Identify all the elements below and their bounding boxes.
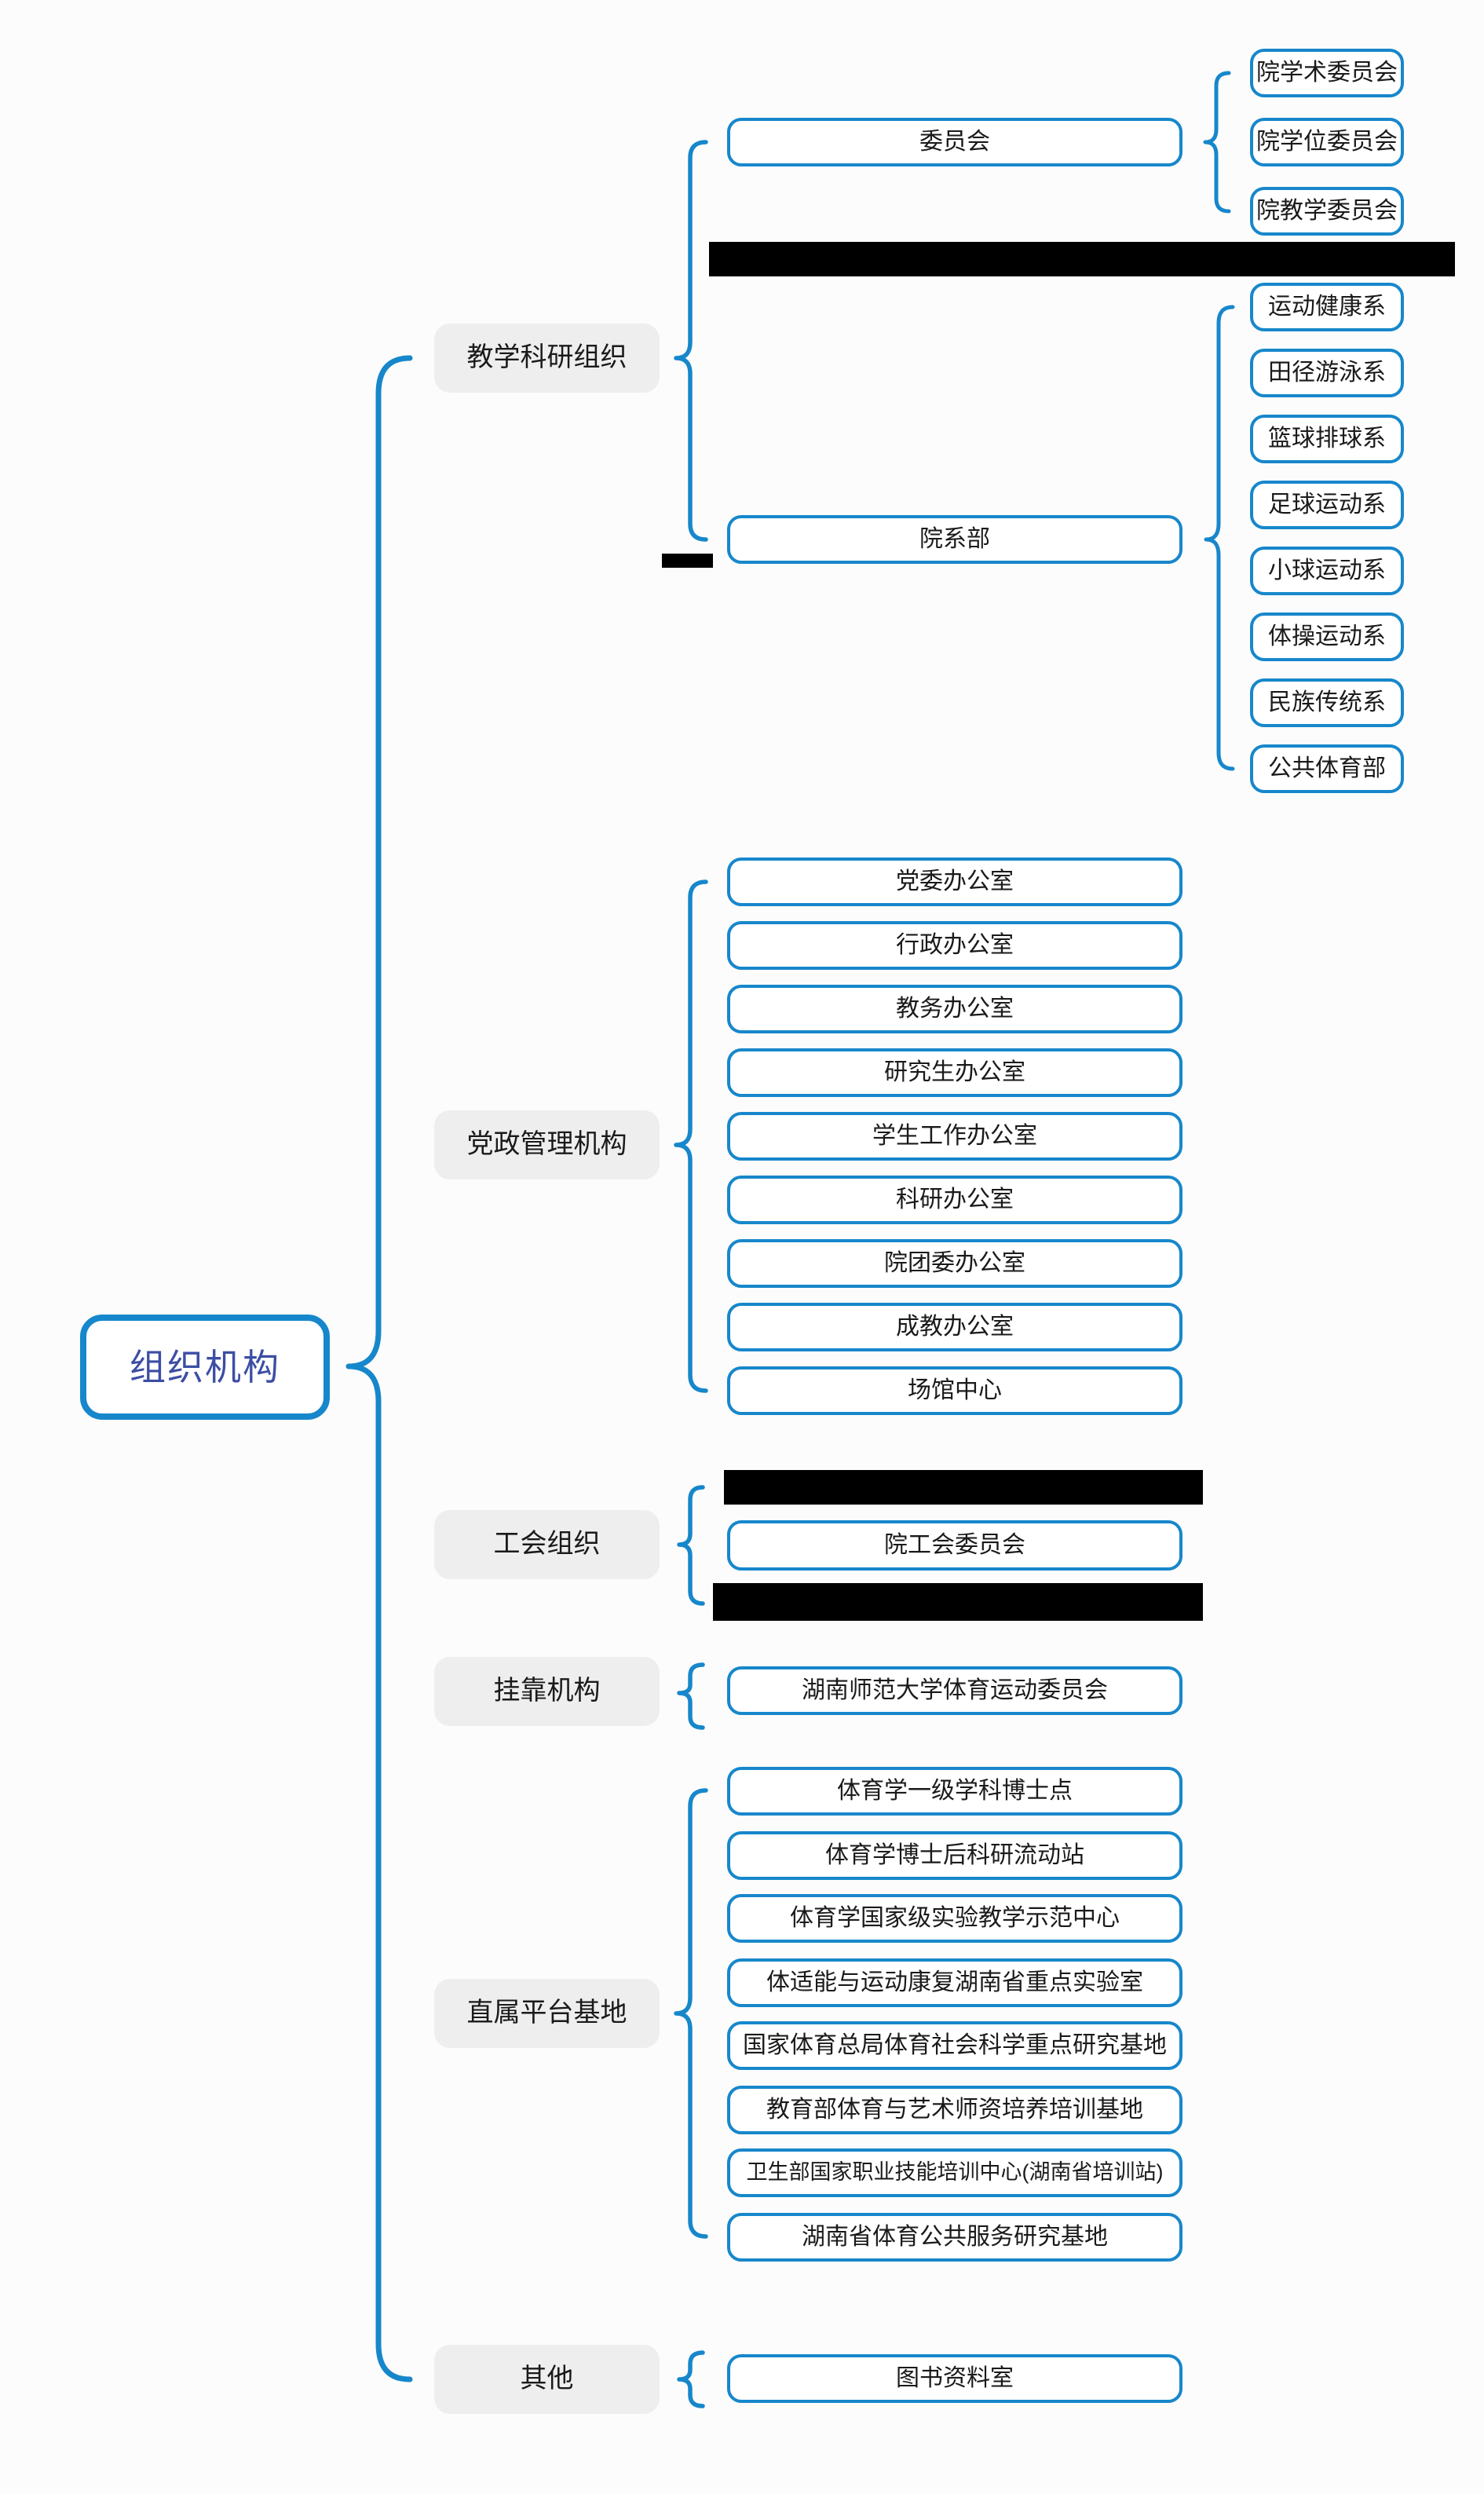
brace-affiliated	[677, 1662, 705, 1730]
root-brace	[345, 355, 413, 2382]
topic-public-service-base[interactable]: 湖南省体育公共服务研究基地	[727, 2213, 1182, 2262]
topic-faculty-group[interactable]: 院系部	[727, 515, 1182, 564]
topic-union-committee[interactable]: 院工会委员会	[727, 1520, 1182, 1571]
brace-platforms	[674, 1788, 708, 2239]
topic-doctoral-program[interactable]: 体育学一级学科博士点	[727, 1767, 1182, 1816]
topic-adult-edu-office[interactable]: 成教办公室	[727, 1303, 1182, 1351]
topic-postdoc-station[interactable]: 体育学博士后科研流动站	[727, 1831, 1182, 1880]
topic-key-lab[interactable]: 体适能与运动康复湖南省重点实验室	[727, 1958, 1182, 2007]
topic-national-demo-center[interactable]: 体育学国家级实验教学示范中心	[727, 1894, 1182, 1943]
topic-student-office[interactable]: 学生工作办公室	[727, 1112, 1182, 1161]
topic-teaching-committee[interactable]: 院教学委员会	[1250, 187, 1404, 236]
topic-committee-group[interactable]: 委员会	[727, 118, 1182, 166]
topic-academic-office[interactable]: 教务办公室	[727, 985, 1182, 1033]
topic-dept-football[interactable]: 足球运动系	[1250, 481, 1404, 529]
branch-other[interactable]: 其他	[434, 2345, 660, 2414]
redacted-node	[724, 1470, 1203, 1505]
redacted-node	[713, 1583, 1203, 1621]
topic-party-office[interactable]: 党委办公室	[727, 858, 1182, 906]
topic-dept-small-ball[interactable]: 小球运动系	[1250, 547, 1404, 595]
topic-library-room[interactable]: 图书资料室	[727, 2354, 1182, 2403]
topic-dept-basket-volley[interactable]: 篮球排球系	[1250, 415, 1404, 463]
redacted-node	[709, 242, 1455, 276]
branch-platforms[interactable]: 直属平台基地	[434, 1979, 660, 2048]
topic-teacher-training-base[interactable]: 教育部体育与艺术师资培养培训基地	[727, 2086, 1182, 2134]
brace-other	[677, 2350, 705, 2408]
topic-dept-sport-health[interactable]: 运动健康系	[1250, 283, 1404, 331]
topic-venue-center[interactable]: 场馆中心	[727, 1366, 1182, 1415]
topic-academic-committee[interactable]: 院学术委员会	[1250, 49, 1404, 97]
brace-union	[677, 1485, 705, 1606]
topic-dept-gymnastics[interactable]: 体操运动系	[1250, 613, 1404, 661]
topic-social-science-base[interactable]: 国家体育总局体育社会科学重点研究基地	[727, 2021, 1182, 2070]
topic-dept-public-pe[interactable]: 公共体育部	[1250, 744, 1404, 793]
topic-dept-track-swim[interactable]: 田径游泳系	[1250, 349, 1404, 397]
brace-admin	[674, 879, 708, 1393]
topic-vocational-training-center[interactable]: 卫生部国家职业技能培训中心(湖南省培训站)	[727, 2148, 1182, 2197]
branch-union[interactable]: 工会组织	[434, 1510, 660, 1579]
topic-dept-ethnic-trad[interactable]: 民族传统系	[1250, 678, 1404, 727]
branch-affiliated[interactable]: 挂靠机构	[434, 1657, 660, 1726]
branch-admin[interactable]: 党政管理机构	[434, 1110, 660, 1179]
topic-admin-office[interactable]: 行政办公室	[727, 921, 1182, 970]
topic-hnu-sports-committee[interactable]: 湖南师范大学体育运动委员会	[727, 1666, 1182, 1715]
topic-research-office[interactable]: 科研办公室	[727, 1176, 1182, 1224]
brace-departments	[1204, 305, 1235, 771]
brace-committees	[1203, 71, 1231, 214]
topic-graduate-office[interactable]: 研究生办公室	[727, 1048, 1182, 1097]
redacted-node	[662, 554, 713, 568]
root-topic[interactable]: 组织机构	[80, 1315, 330, 1420]
topic-youth-league-office[interactable]: 院团委办公室	[727, 1239, 1182, 1288]
branch-teaching-research[interactable]: 教学科研组织	[434, 324, 660, 393]
brace-teaching-research	[674, 140, 708, 542]
topic-degree-committee[interactable]: 院学位委员会	[1250, 118, 1404, 166]
